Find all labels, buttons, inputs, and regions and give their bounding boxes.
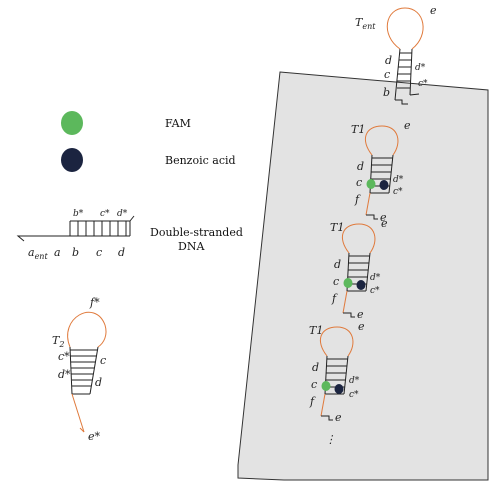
t2-name: T2 [52, 334, 64, 349]
t2-c-star-label: c* [58, 350, 70, 363]
t1-hairpin-1 [364, 125, 399, 220]
t1-2-e-bottom-label: e [357, 308, 364, 321]
t1-2-f-label: f [331, 292, 338, 305]
dsdna-bottom-label-d: d [118, 246, 125, 259]
t1-3-d-star-label: d* [349, 376, 360, 386]
t1-3-f-label: f [309, 395, 316, 408]
benzoic-acid-marker [61, 148, 83, 172]
t1-2-c-label: c [333, 275, 339, 288]
t2-d-star-label: d* [58, 368, 71, 381]
dsdna-top-label-c: c* [100, 209, 110, 219]
t1-3-e-label: e [358, 320, 365, 333]
tent-d-star-label: d* [415, 63, 426, 73]
t1-2-benzoic-dot [356, 280, 366, 290]
legend-benzoic-label: Benzoic acid [165, 154, 236, 167]
t1-3-c-star-label: c* [349, 390, 359, 400]
dsdna-top-label-b: b* [73, 209, 84, 219]
t1-3-name: T1 [309, 324, 323, 337]
t1-3-d-label: d [312, 361, 319, 374]
t1-1-name: T1 [351, 123, 365, 136]
tent-e-label: e [430, 4, 437, 17]
t1-1-e-label: e [404, 119, 411, 132]
dsdna-symbol [16, 215, 135, 242]
dsdna-top-label-d: d* [117, 209, 128, 219]
fam-marker [61, 111, 83, 135]
t1-3-fam-dot [321, 381, 331, 391]
tent-hairpin [386, 7, 424, 105]
t2-f-star-label: f* [89, 296, 100, 309]
legend-fam-label: FAM [165, 117, 191, 130]
dsdna-bottom-label-a: a [54, 246, 61, 259]
t1-3-benzoic-dot [334, 384, 344, 394]
dsdna-bottom-label-b: b [72, 246, 79, 259]
tent-d-label: d [385, 54, 392, 67]
t1-3-e-bottom-label: e [335, 411, 342, 424]
tent-c-star-label: c* [418, 79, 428, 89]
t1-2-e-label: e [381, 217, 388, 230]
legend-dsdna-label-line2: DNA [178, 240, 205, 253]
t1-2-name: T1 [330, 221, 344, 234]
legend-dsdna-label-line1: Double-stranded [150, 226, 243, 239]
t1-1-d-label: d [357, 160, 364, 173]
tent-name: Tent [355, 16, 376, 31]
surface-plane [237, 71, 489, 481]
t1-1-e-bottom-label: e [380, 211, 387, 224]
tent-b-label: b [383, 86, 390, 99]
t1-1-benzoic-dot [379, 180, 389, 190]
t1-1-d-star-label: d* [393, 175, 404, 185]
t1-hairpin-3 [319, 326, 354, 421]
t1-2-d-star-label: d* [370, 273, 381, 283]
dsdna-bottom-label-c: c [96, 246, 102, 259]
t2-e-star-label: e* [88, 430, 101, 443]
tent-c-label: c [384, 68, 390, 81]
continuation-ellipsis: ⋮ [325, 433, 336, 446]
t1-3-c-label: c [311, 378, 317, 391]
t2-hairpin [67, 311, 107, 433]
t1-2-c-star-label: c* [370, 286, 380, 296]
t1-hairpin-2 [341, 223, 376, 318]
t1-2-fam-dot [343, 278, 353, 288]
t1-2-d-label: d [334, 258, 341, 271]
t1-1-f-label: f [354, 193, 361, 206]
t2-d-label: d [95, 376, 102, 389]
t1-1-fam-dot [366, 179, 376, 189]
t2-c-label: c [100, 354, 106, 367]
t1-1-c-star-label: c* [393, 187, 403, 197]
t1-1-c-label: c [356, 176, 362, 189]
dsdna-a-ent-label: aent [28, 246, 48, 261]
